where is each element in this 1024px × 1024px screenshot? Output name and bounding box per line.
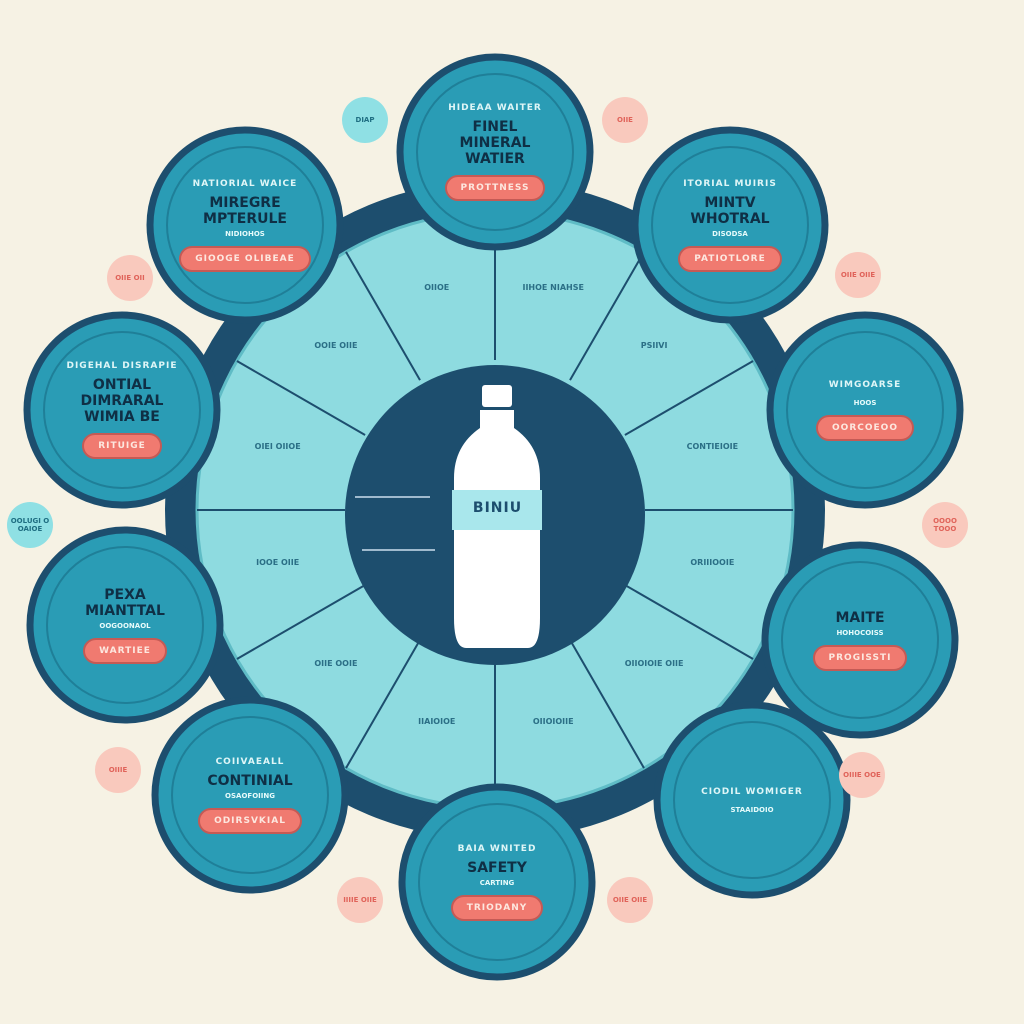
topic-sub: HOHOCOISS (836, 628, 884, 637)
topic-arc: BAIA WNITED (457, 843, 537, 854)
small-badge: OIIIE OOE (839, 752, 885, 798)
topic-arc: WIMGOARSE (828, 379, 902, 390)
topic-arc: DIGEHAL DISRAPIE (66, 361, 178, 371)
segment-label: OIIE OOIE (314, 659, 358, 669)
segment-label: OIIOE (424, 282, 450, 292)
topic-node: ITORIAL MUIRIS MINTV WHOTRAL DISODSA PATIOT… (635, 130, 825, 320)
small-badge: OIIE OII (107, 255, 153, 301)
segment-divider (345, 251, 421, 381)
segment-divider (624, 360, 754, 436)
topic-band: ODIRSVKIAL (198, 807, 302, 834)
topic-node: BAIA WNITED SAFETY CARTING TRIODANY (402, 787, 592, 977)
segment-label: IIHOE NIAHSE (522, 282, 584, 292)
segment-label: OOIE OIIE (314, 340, 358, 350)
topic-node: NATIORIAL WAICE MIREGRE MPTERULE NIDIOHOS G… (150, 130, 340, 320)
topic-arc: CIODIL WOMIGER (701, 786, 803, 797)
segment-divider (236, 360, 366, 436)
segment-divider (624, 584, 754, 660)
topic-band: PATIOTLORE (678, 245, 782, 272)
small-badge: OIIE (602, 97, 648, 143)
topic-sub: NIDIOHOS (225, 229, 265, 238)
segment-label: PSIIVI (640, 340, 668, 350)
topic-node: CIODIL WOMIGER STAAIDOIO (657, 705, 847, 895)
small-badge: IIIIE OIIE (337, 877, 383, 923)
topic-node: DIGEHAL DISRAPIE ONTIAL DIMRARAL WIMIA BE… (27, 315, 217, 505)
bottle-label: BINIU (472, 500, 523, 516)
segment-label: OIEI OIIOE (254, 441, 301, 451)
segment-divider (236, 584, 366, 660)
topic-arc: HIDEAA WAITER (448, 103, 542, 113)
topic-title: MIREGRE MPTERULE (203, 194, 287, 227)
topic-sub: HOOS (853, 398, 877, 407)
topic-circle (146, 126, 344, 324)
topic-inner-ring (673, 721, 831, 879)
topic-sub: CARTING (479, 878, 515, 887)
topic-sub: STAAIDOIO (730, 805, 774, 814)
water-bottle-icon (452, 385, 542, 648)
small-badge: OIIE OIIE (835, 252, 881, 298)
topic-title: SAFETY (467, 859, 527, 876)
topic-circle (653, 701, 851, 899)
topic-inner-ring (46, 546, 204, 704)
topic-node: MAITE HOHOCOISS PROGISSTI (765, 545, 955, 735)
segment-label: OIIOIOIIE (532, 717, 574, 727)
topic-title: CONTINIAL (207, 772, 293, 789)
topic-title: FINEL MINERAL WATIER (459, 119, 531, 167)
small-badge: OOLUGI O OAIOE (7, 502, 53, 548)
topic-inner-ring (651, 146, 809, 304)
topic-title: PEXA MIANTTAL (85, 586, 165, 619)
topic-inner-ring (416, 73, 574, 231)
topic-node: PEXA MIANTTAL OOGOONAOL WARTIEE (30, 530, 220, 720)
small-badge: DIAP (342, 97, 388, 143)
segment-divider (569, 251, 645, 381)
topic-band: GIOOGE OLIBEAE (179, 245, 311, 272)
topic-circle (766, 311, 964, 509)
topic-node: HIDEAA WAITER FINEL MINERAL WATIER PROTTNE… (400, 57, 590, 247)
topic-band: PROGISSTI (812, 644, 908, 671)
segment-label: IOOE OIIE (256, 558, 300, 568)
topic-band: OORCOEOO (816, 414, 914, 441)
small-badge: OOOO TOOO (922, 502, 968, 548)
topic-circle (631, 126, 829, 324)
topic-arc: NATIORIAL WAICE (192, 178, 298, 189)
topic-band: RITUIGE (82, 433, 162, 459)
small-badge: OIIE OIIE (607, 877, 653, 923)
topic-sub: OOGOONAOL (99, 621, 151, 630)
topic-inner-ring (43, 331, 201, 489)
topic-sub: DISODSA (712, 229, 748, 238)
small-badge: OIIIE (95, 747, 141, 793)
segment-divider (345, 639, 421, 769)
topic-circle (398, 783, 596, 981)
topic-node: WIMGOARSE HOOS OORCOEOO (770, 315, 960, 505)
topic-title: ONTIAL DIMRARAL WIMIA BE (80, 377, 164, 425)
topic-band: TRIODANY (450, 894, 544, 921)
topic-circle (26, 526, 224, 724)
segment-divider (569, 639, 645, 769)
topic-arc: ITORIAL MUIRIS (683, 178, 777, 189)
segment-label: ORIIIOOIE (690, 558, 735, 568)
topic-inner-ring (418, 803, 576, 961)
topic-band: PROTTNESS (444, 175, 546, 201)
topic-title: MINTV WHOTRAL (690, 194, 770, 227)
segment-label: OIIOIOIE OIIE (624, 659, 684, 669)
topic-circle (761, 541, 959, 739)
topic-circle (396, 53, 594, 251)
topic-inner-ring (171, 716, 329, 874)
topic-band: WARTIEE (83, 637, 167, 664)
topic-inner-ring (786, 331, 944, 489)
topic-circle (151, 696, 349, 894)
topic-circle (23, 311, 221, 509)
topic-title: MAITE (835, 609, 885, 626)
topic-arc: COIIVAEALL (215, 756, 285, 767)
segment-label: CONTIEIOIE (686, 441, 739, 451)
topic-inner-ring (166, 146, 324, 304)
segment-label: IIAIOIOE (418, 717, 456, 727)
topic-node: COIIVAEALL CONTINIAL OSAOFOIING ODIRSVKIAL (155, 700, 345, 890)
topic-sub: OSAOFOIING (225, 791, 275, 800)
topic-inner-ring (781, 561, 939, 719)
